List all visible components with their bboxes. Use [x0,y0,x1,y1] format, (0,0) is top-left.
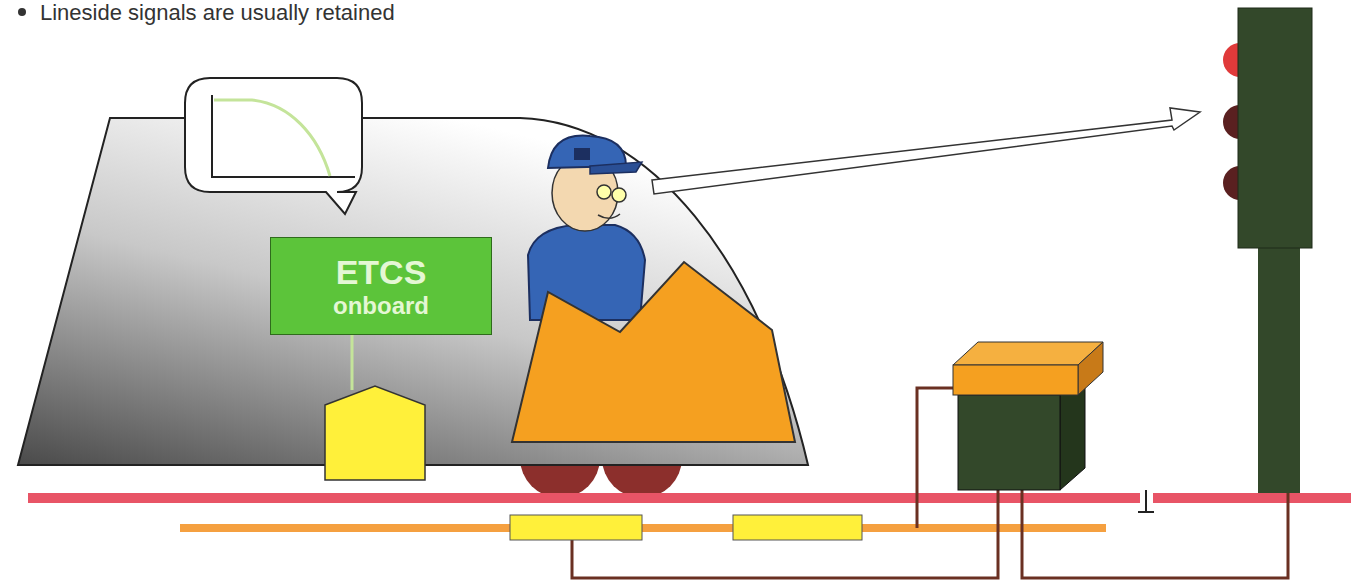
box-heading: ETCS [336,253,427,292]
rail [1153,493,1351,503]
lineside-signal [1223,8,1312,493]
onboard-unit-box: ETCSonboard [270,237,492,335]
wire [917,388,958,528]
balise [510,515,642,540]
antenna [325,386,425,480]
driver [528,136,645,320]
insulated-joint [1138,490,1154,512]
rail [28,493,1140,503]
bullet-text: Lineside signals are usually retained [40,0,395,26]
driver-desk [512,262,795,442]
graph-axes [212,95,355,177]
bullet [18,8,26,16]
cable-line [180,524,1106,532]
balise [733,515,862,540]
leu-box [953,342,1103,490]
braking-curve [214,100,330,176]
antenna-cable [351,335,354,390]
wire [1022,490,1288,578]
sight-arrow [652,108,1200,194]
box-subtitle: onboard [333,292,429,320]
speech-bubble [185,78,362,214]
